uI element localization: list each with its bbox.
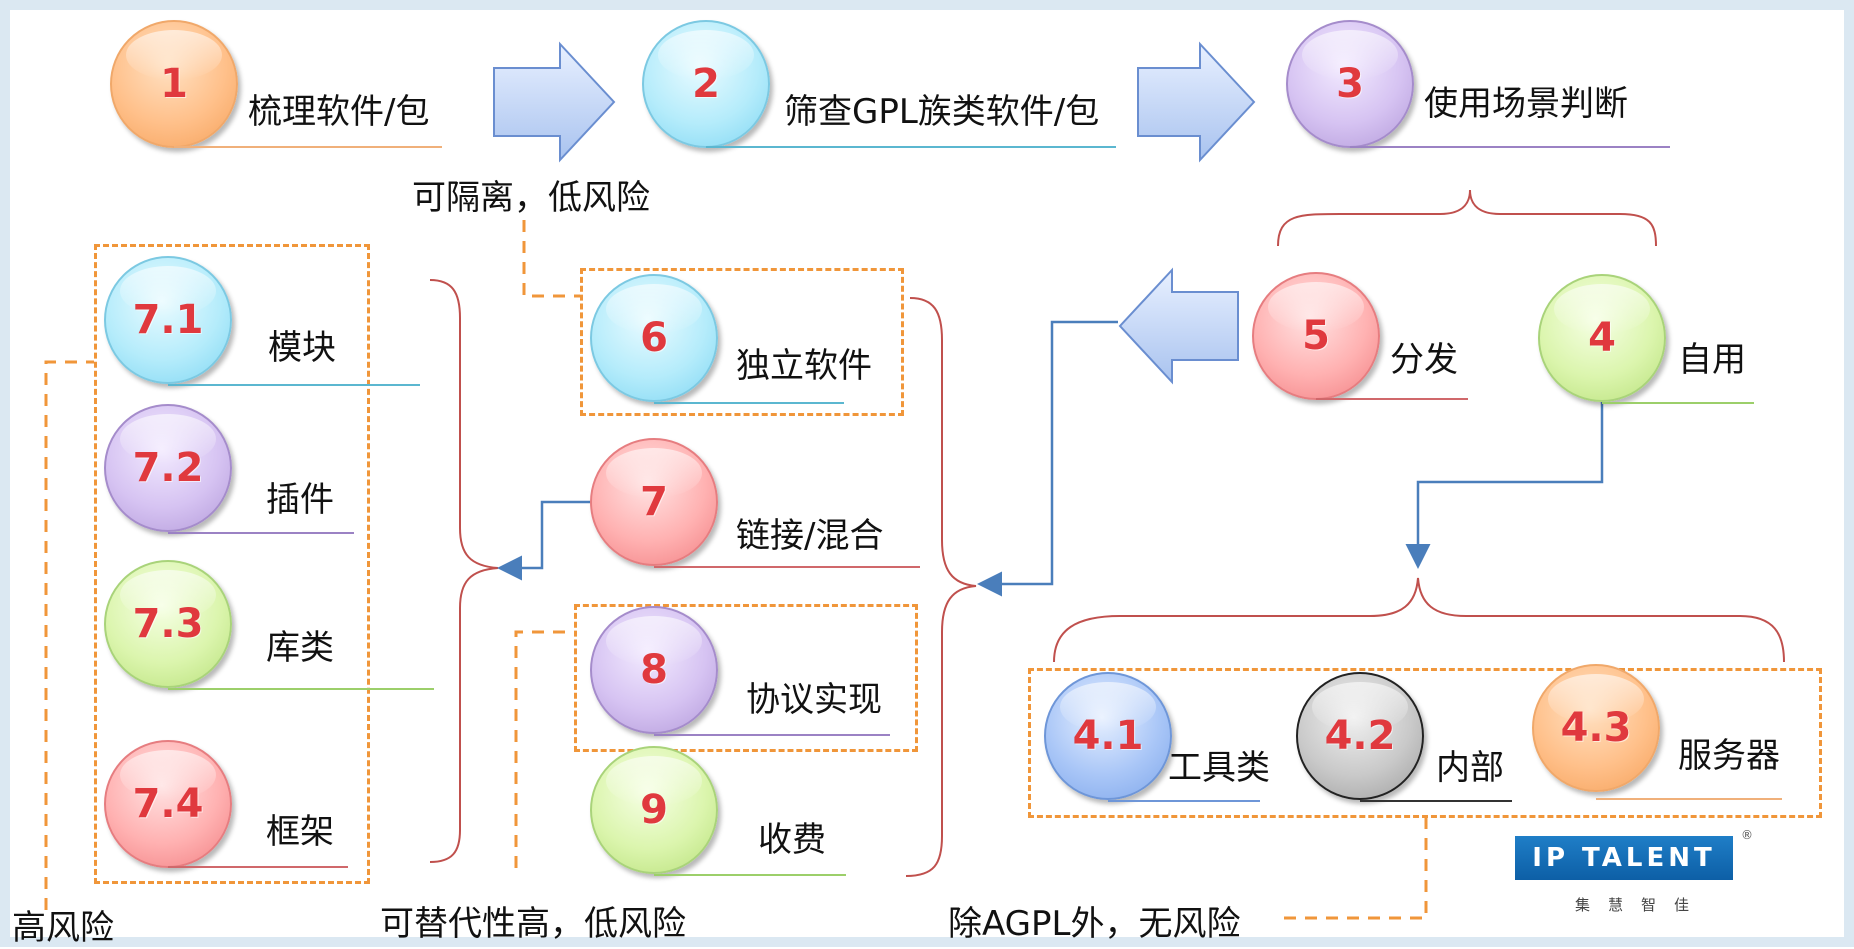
step-6-number: 6 xyxy=(640,315,668,361)
dash-link-replaceable xyxy=(514,630,574,868)
dash-link-isolatable xyxy=(522,220,580,298)
step-4-3-underline xyxy=(1596,798,1782,800)
step-4-label: 自用 xyxy=(1678,340,1746,380)
step-5-label: 分发 xyxy=(1390,340,1458,380)
step-6-circle: 6 xyxy=(590,274,718,402)
brace-step4 xyxy=(1053,577,1785,663)
step-1-label: 梳理软件/包 xyxy=(248,92,430,132)
step-6-underline xyxy=(654,402,844,404)
block-arrow-2-3 xyxy=(1137,41,1256,163)
step-8-label: 协议实现 xyxy=(746,680,882,720)
step-4-2-underline xyxy=(1360,800,1512,802)
step-7-3-underline xyxy=(168,688,434,690)
step-4-1-number: 4.1 xyxy=(1072,713,1144,759)
step-4-underline xyxy=(1602,402,1754,404)
step-7-4-circle: 7.4 xyxy=(104,740,232,868)
group-box-7x xyxy=(94,244,370,884)
dash-link-high-risk xyxy=(44,360,94,910)
step-1-underline xyxy=(174,146,442,148)
step-7-1-label: 模块 xyxy=(268,328,336,368)
step-3-underline xyxy=(1350,146,1670,148)
note-high-risk: 高风险 xyxy=(12,908,114,948)
step-7-number: 7 xyxy=(640,479,668,525)
dash-link-agpl xyxy=(1284,818,1428,920)
step-7-4-label: 框架 xyxy=(266,812,334,852)
note-agpl: 除AGPL外，无风险 xyxy=(948,904,1241,944)
step-7-3-label: 库类 xyxy=(266,628,334,668)
step-1-number: 1 xyxy=(160,61,188,107)
step-1-circle: 1 xyxy=(110,20,238,148)
step-7-4-number: 7.4 xyxy=(132,781,204,827)
step-8-circle: 8 xyxy=(590,606,718,734)
step-2-label: 筛查GPL族类软件/包 xyxy=(784,92,1100,132)
step-7-1-number: 7.1 xyxy=(132,297,204,343)
step-4-3-circle: 4.3 xyxy=(1532,664,1660,792)
logo-registered-mark: ® xyxy=(1741,828,1753,842)
step-6-label: 独立软件 xyxy=(736,346,872,386)
group-box-6 xyxy=(580,268,904,416)
step-7-3-circle: 7.3 xyxy=(104,560,232,688)
brace-steps-6-9 xyxy=(905,297,977,877)
step-3-number: 3 xyxy=(1336,61,1364,107)
step-7-3-number: 7.3 xyxy=(132,601,204,647)
step-4-circle: 4 xyxy=(1538,274,1666,402)
step-2-circle: 2 xyxy=(642,20,770,148)
step-5-number: 5 xyxy=(1302,313,1330,359)
step-4-2-label: 内部 xyxy=(1436,748,1504,788)
step-4-2-number: 4.2 xyxy=(1324,713,1396,759)
step-3-label: 使用场景判断 xyxy=(1424,84,1628,124)
connector-7-to-brace xyxy=(497,500,590,581)
logo-tagline: 集慧智佳 xyxy=(1575,896,1708,914)
step-4-1-underline xyxy=(1108,800,1260,802)
step-5-circle: 5 xyxy=(1252,272,1380,400)
step-9-circle: 9 xyxy=(590,746,718,874)
step-4-1-circle: 4.1 xyxy=(1044,672,1172,800)
step-7-2-label: 插件 xyxy=(266,480,334,520)
ip-talent-logo: IP TALENT ® 集慧智佳 xyxy=(1515,828,1755,926)
step-2-number: 2 xyxy=(692,61,720,107)
step-5-underline xyxy=(1316,398,1468,400)
group-box-8 xyxy=(574,604,918,752)
step-2-underline xyxy=(706,146,1116,148)
block-arrow-5-left xyxy=(1118,267,1239,385)
step-7-2-underline xyxy=(168,532,354,534)
step-4-number: 4 xyxy=(1588,315,1616,361)
step-9-label: 收费 xyxy=(758,820,826,860)
step-9-underline xyxy=(654,874,846,876)
step-4-2-circle: 4.2 xyxy=(1296,672,1424,800)
step-4-1-label: 工具类 xyxy=(1168,748,1270,788)
logo-brand: IP TALENT xyxy=(1515,836,1733,880)
note-replaceable: 可替代性高，低风险 xyxy=(380,904,686,944)
step-4-3-label: 服务器 xyxy=(1678,736,1780,776)
step-7-2-circle: 7.2 xyxy=(104,404,232,532)
step-7-1-circle: 7.1 xyxy=(104,256,232,384)
brace-steps-7x xyxy=(429,279,499,863)
block-arrow-1-2 xyxy=(493,41,616,163)
step-7-4-underline xyxy=(168,866,348,868)
step-9-number: 9 xyxy=(640,787,668,833)
step-3-circle: 3 xyxy=(1286,20,1414,148)
brace-step3 xyxy=(1277,189,1657,247)
step-7-circle: 7 xyxy=(590,438,718,566)
step-8-number: 8 xyxy=(640,647,668,693)
step-7-label: 链接/混合 xyxy=(736,516,884,556)
group-box-4x xyxy=(1028,668,1822,818)
connector-4-down xyxy=(1405,402,1604,569)
step-8-underline xyxy=(654,734,890,736)
step-7-1-underline xyxy=(168,384,420,386)
step-4-3-number: 4.3 xyxy=(1560,705,1632,751)
step-7-underline xyxy=(654,566,920,568)
connector-5-to-brace xyxy=(977,320,1118,597)
step-7-2-number: 7.2 xyxy=(132,445,204,491)
note-isolatable: 可隔离，低风险 xyxy=(412,178,650,218)
